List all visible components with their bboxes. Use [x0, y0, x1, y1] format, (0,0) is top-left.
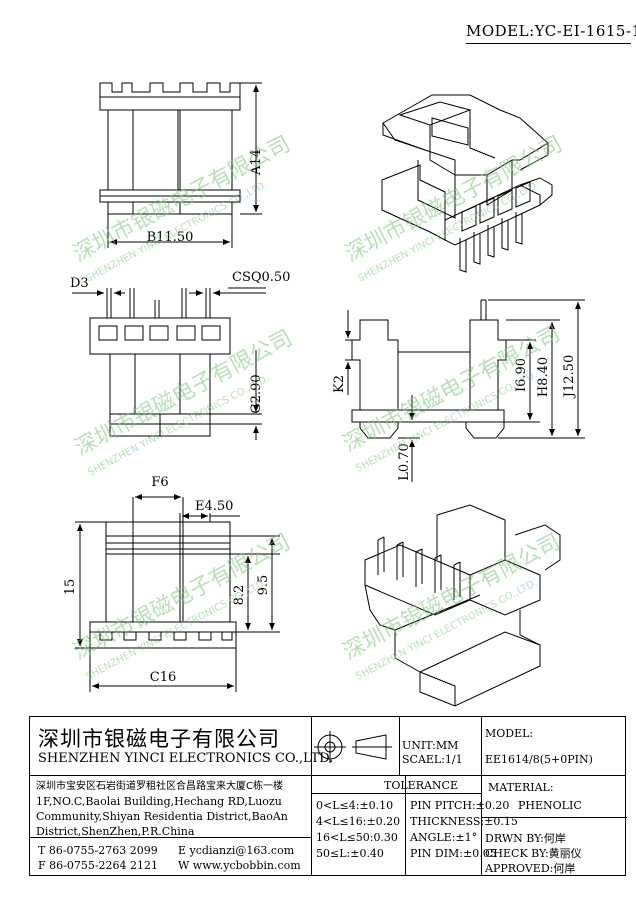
material-label: MATERIAL:: [488, 781, 554, 794]
tolerance-range-3: 16<L≤50:0.30: [316, 831, 398, 844]
dim-82: 8.2: [232, 585, 247, 606]
address-en-1: 1F,NO.C,Baolai Building,Hechang RD,Luozu: [36, 795, 282, 808]
approved-by: APPROVED:何岸: [485, 862, 576, 875]
website: W www.ycbobbin.com: [178, 859, 301, 872]
dim-95: 9.5: [256, 575, 271, 596]
dim-k2: K2: [332, 375, 347, 393]
side-view: [72, 287, 266, 440]
company-name-en: SHENZHEN YINCI ELECTRONICS CO.,LTD.: [38, 751, 334, 766]
pin-dim-tolerance: PIN DIM:±0.05: [410, 847, 497, 860]
unit: UNIT:MM: [402, 739, 459, 752]
angle-tolerance: ANGLE:±1°: [410, 831, 478, 844]
thickness-tolerance: THICKNESS:±0.15: [410, 815, 518, 828]
model-number: MODEL:YC-EI-1615-1: [466, 22, 636, 40]
fax: F 86-0755-2264 2121: [38, 859, 159, 872]
company-address: 深圳市宝安区石岩街道罗租社区合昌路宝来大厦C栋一楼 1F,NO.C,Baolai…: [36, 779, 308, 839]
checked-by: CHECK BY:黄丽仪: [485, 847, 582, 860]
model-label: MODEL:: [485, 727, 534, 740]
dim-d3: D3: [70, 276, 89, 291]
dim-c16: C16: [150, 670, 177, 685]
address-en-2: Community,Shiyan Residentia District,Bao…: [36, 810, 288, 823]
dim-f6: F6: [151, 475, 168, 490]
bottom-view: [75, 494, 280, 692]
watermark-group: 深圳市银磁电子有限公司 SHENZHEN YINCI ELECTRONICS C…: [69, 132, 566, 683]
dim-csq050: CSQ0.50: [232, 270, 290, 285]
model-value: EE1614/8(5+0PIN): [485, 753, 593, 766]
dim-a14: A14: [249, 149, 264, 176]
title-block: 深圳市银磁电子有限公司 SHENZHEN YINCI ELECTRONICS C…: [29, 716, 627, 876]
front-view: [345, 299, 585, 482]
dim-15: 15: [63, 579, 78, 596]
pin-pitch-tolerance: PIN PITCH:±0.20: [410, 799, 510, 812]
dim-l070: L0.70: [397, 443, 412, 481]
tolerance-range-1: 0<L≤4:±0.10: [316, 799, 394, 812]
drawn-by: DRWN BY:何岸: [485, 832, 566, 845]
phone: T 86-0755-2763 2099: [38, 844, 158, 857]
tolerance-range-2: 4<L≤16:±0.20: [316, 815, 401, 828]
dim-h840: H8.40: [536, 357, 551, 397]
dim-b1150: B11.50: [147, 230, 194, 245]
address-en-3: District,ShenZhen,P.R.China: [36, 825, 195, 838]
dim-j1250: J12.50: [562, 355, 577, 399]
material-value: PHENOLIC: [518, 799, 582, 812]
projection-symbol: [314, 731, 392, 763]
watermark-cn-5: 深圳市银磁电子有限公司: [339, 322, 564, 458]
scale: SCAEL:1/1: [402, 753, 463, 766]
technical-drawing: A14 B11.50 D3 CSQ0.50 G2.90 K2 I6.90 H8.…: [63, 82, 585, 707]
dim-g290: G2.90: [249, 374, 264, 413]
email: E ycdianzi@163.com: [178, 844, 295, 857]
tolerance-range-4: 50≤L:±0.40: [316, 847, 384, 860]
top-view: [99, 82, 262, 248]
dim-i690: I6.90: [514, 358, 529, 392]
watermark-cn-3: 深圳市银磁电子有限公司: [69, 530, 294, 666]
watermark-cn-4: 深圳市银磁电子有限公司: [341, 132, 566, 268]
dim-e450: E4.50: [195, 499, 233, 514]
watermark-cn-1: 深圳市银磁电子有限公司: [69, 132, 294, 268]
model-underline: [466, 43, 631, 44]
address-cn: 深圳市宝安区石岩街道罗租社区合昌路宝来大厦C栋一楼: [36, 781, 283, 792]
isometric-view-bottom: [364, 504, 561, 707]
tolerance-label: TOLERANCE: [384, 779, 458, 792]
watermark-cn-6: 深圳市银磁电子有限公司: [339, 530, 564, 666]
company-name-cn: 深圳市银磁电子有限公司: [38, 727, 280, 751]
isometric-view-top: [381, 94, 553, 273]
